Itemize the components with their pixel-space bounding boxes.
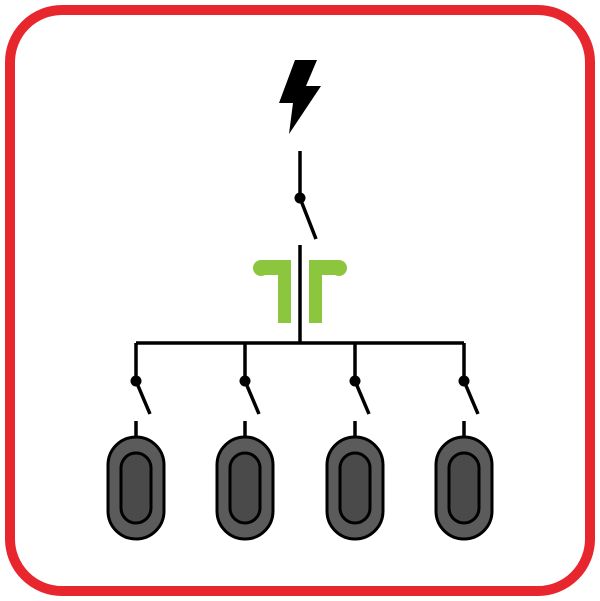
branch-4 [434, 343, 494, 541]
device-mark-left-leg [278, 260, 291, 323]
load-capsule-inner [338, 451, 372, 525]
main-switch-blade [298, 197, 318, 240]
device-mark-right-leg [309, 260, 322, 323]
branch-switch-blade [353, 380, 371, 415]
branch-2 [215, 343, 275, 541]
branch-3 [325, 343, 385, 541]
lightning-bolt-icon [279, 60, 321, 134]
green-device-mark-icon [253, 260, 347, 323]
branches-group [106, 343, 494, 541]
branch-switch-blade [134, 380, 152, 415]
main-switch-icon [294, 151, 318, 240]
load-capsule-inner [447, 451, 481, 525]
branch-switch-blade [243, 380, 261, 415]
branch-switch-blade [462, 380, 480, 415]
load-capsule-inner [119, 451, 153, 525]
branch-1 [106, 343, 166, 541]
load-capsule-inner [228, 451, 262, 525]
